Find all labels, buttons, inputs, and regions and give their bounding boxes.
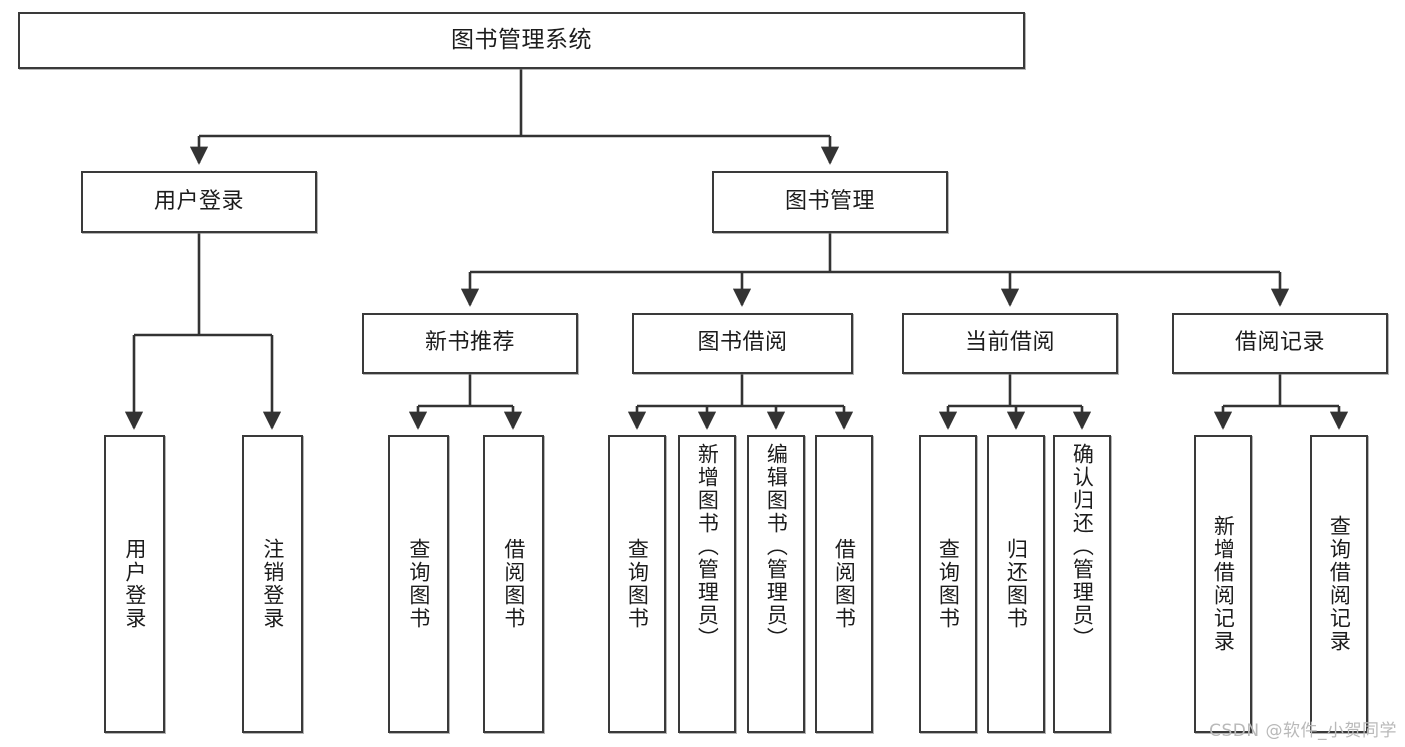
node-leaf-borrow-book-recommend[interactable]: 借阅图书 xyxy=(483,435,544,733)
node-label: 用户登录 xyxy=(153,188,244,214)
node-label: 新书推荐 xyxy=(424,330,515,356)
node-book-management[interactable]: 图书管理 xyxy=(712,171,948,233)
node-label: 图书管理系统 xyxy=(451,26,592,53)
node-label: 编辑图书（管理员） xyxy=(764,443,789,650)
node-leaf-logout-login[interactable]: 注销登录 xyxy=(242,435,303,733)
node-leaf-query-book-current[interactable]: 查询图书 xyxy=(919,435,977,733)
node-label: 查询图书 xyxy=(936,538,961,630)
node-label: 图书管理 xyxy=(784,188,875,214)
node-leaf-edit-book-admin[interactable]: 编辑图书（管理员） xyxy=(747,435,805,733)
node-label: 查询借阅记录 xyxy=(1327,515,1352,653)
watermark: CSDN @软件_小贺同学 xyxy=(1209,721,1397,741)
node-leaf-query-borrow-record[interactable]: 查询借阅记录 xyxy=(1310,435,1368,733)
node-label: 当前借阅 xyxy=(964,330,1055,356)
node-leaf-user-login[interactable]: 用户登录 xyxy=(104,435,165,733)
node-label: 用户登录 xyxy=(122,538,147,630)
node-label: 借阅图书 xyxy=(832,538,857,630)
node-book-borrow[interactable]: 图书借阅 xyxy=(632,313,853,374)
node-current-borrow[interactable]: 当前借阅 xyxy=(902,313,1118,374)
node-user-login[interactable]: 用户登录 xyxy=(81,171,317,233)
node-leaf-confirm-return-admin[interactable]: 确认归还（管理员） xyxy=(1053,435,1111,733)
node-label: 确认归还（管理员） xyxy=(1070,443,1095,650)
node-label: 借阅记录 xyxy=(1234,330,1325,356)
node-borrow-record[interactable]: 借阅记录 xyxy=(1172,313,1388,374)
node-leaf-add-borrow-record[interactable]: 新增借阅记录 xyxy=(1194,435,1252,733)
node-label: 查询图书 xyxy=(625,538,650,630)
node-leaf-add-book-admin[interactable]: 新增图书（管理员） xyxy=(678,435,736,733)
node-label: 借阅图书 xyxy=(501,538,526,630)
node-leaf-return-book[interactable]: 归还图书 xyxy=(987,435,1045,733)
node-label: 图书借阅 xyxy=(697,330,788,356)
node-label: 注销登录 xyxy=(260,538,285,630)
node-leaf-query-book-recommend[interactable]: 查询图书 xyxy=(388,435,449,733)
node-label: 新增借阅记录 xyxy=(1211,515,1236,653)
node-leaf-borrow-book[interactable]: 借阅图书 xyxy=(815,435,873,733)
node-leaf-query-book-borrow[interactable]: 查询图书 xyxy=(608,435,666,733)
node-root-book-management-system[interactable]: 图书管理系统 xyxy=(18,12,1025,69)
node-label: 新增图书（管理员） xyxy=(695,443,720,650)
node-label: 查询图书 xyxy=(406,538,431,630)
node-label: 归还图书 xyxy=(1004,538,1029,630)
node-new-book-recommend[interactable]: 新书推荐 xyxy=(362,313,578,374)
